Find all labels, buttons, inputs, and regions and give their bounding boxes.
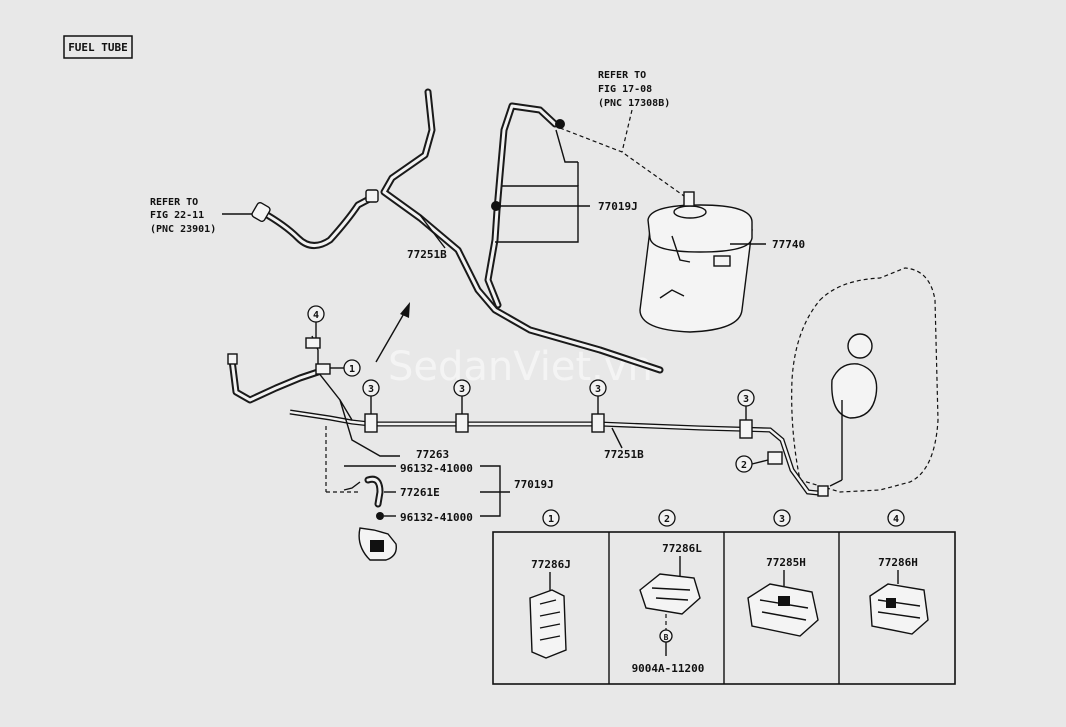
page-title: FUEL TUBE: [68, 41, 128, 54]
inset-cell-4: 4 77286H: [869, 509, 929, 635]
ref-left-line-3: (PNC 23901): [150, 224, 216, 235]
svg-text:2: 2: [664, 514, 670, 525]
clamp-d: [739, 419, 753, 439]
label-bolt-b: 96132-41000: [400, 511, 473, 524]
svg-text:4: 4: [893, 514, 899, 525]
label-bolt-a: 96132-41000: [400, 462, 473, 475]
ref-left-line-2: FIG 22-11: [150, 210, 204, 221]
upper-hose-77251b: 77251B: [380, 88, 664, 374]
inset-part-3: 77285H: [766, 556, 806, 569]
callout-3-a: [362, 379, 380, 397]
svg-text:3: 3: [779, 514, 785, 525]
ref-left: REFER TO FIG 22-11 (PNC 23901): [150, 197, 258, 235]
fuel-tank: [791, 267, 939, 493]
callout-4: [307, 305, 325, 323]
label-tube-main: 77251B: [604, 448, 644, 461]
label-hose-upper: 77251B: [407, 248, 447, 261]
inset-extra-2: 9004A-11200: [632, 662, 705, 675]
callout-3-b: [453, 379, 471, 397]
callout-3-d: [737, 389, 755, 407]
clamp-b: [455, 413, 469, 433]
label-canister: 77740: [772, 238, 805, 251]
ref-top-line-1: REFER TO: [598, 70, 646, 81]
ref-top: REFER TO FIG 17-08 (PNC 17308B): [559, 70, 685, 197]
svg-text:3: 3: [459, 384, 465, 395]
inset-part-4: 77286H: [878, 556, 918, 569]
svg-text:3: 3: [743, 394, 749, 405]
clamp-a: [364, 413, 378, 433]
front-arrow: [375, 302, 410, 363]
canister-77740: 77740: [639, 191, 805, 333]
parts-inset: 1 77286J 2 77286L B 9004A-11200 3 77285H: [492, 509, 956, 685]
clamp-f: [817, 485, 829, 497]
label-valve-lower: 77019J: [514, 478, 554, 491]
label-clamp-lower: 77263: [416, 448, 449, 461]
callout-markers: 4 1 3 3 3 3 2: [307, 305, 769, 473]
inset-cell-1: 1 77286J: [529, 509, 571, 659]
main-tube: 77251B: [289, 399, 829, 497]
label-valve-upper: 77019J: [598, 200, 638, 213]
callout-3-c: [589, 379, 607, 397]
lower-parts: 77263 96132-41000 77261E 96132-41000 770…: [325, 426, 554, 561]
svg-text:3: 3: [368, 384, 374, 395]
tube-clamps: [364, 413, 829, 497]
svg-text:3: 3: [595, 384, 601, 395]
valve-upper: 77019J: [491, 119, 638, 243]
clamp-c: [591, 413, 605, 433]
filler-pipe: [251, 189, 379, 249]
ref-left-line-1: REFER TO: [150, 197, 198, 208]
svg-text:1: 1: [548, 514, 554, 525]
inset-cell-2: 2 77286L B 9004A-11200: [632, 509, 705, 675]
inset-part-2: 77286L: [662, 542, 702, 555]
callout-1: [343, 359, 361, 377]
svg-text:B: B: [664, 633, 669, 642]
inset-part-1: 77286J: [531, 558, 571, 571]
inset-cell-3: 3 77285H: [747, 509, 819, 637]
clamp-e: [767, 451, 783, 465]
ref-top-line-3: (PNC 17308B): [598, 98, 670, 109]
callout-2: [735, 455, 753, 473]
svg-text:2: 2: [741, 460, 747, 471]
svg-text:4: 4: [313, 310, 319, 321]
label-hose-lower: 77261E: [400, 486, 440, 499]
left-hoses: [227, 335, 353, 421]
svg-text:1: 1: [349, 364, 355, 375]
title-box: FUEL TUBE: [63, 35, 133, 59]
ref-top-line-2: FIG 17-08: [598, 84, 652, 95]
